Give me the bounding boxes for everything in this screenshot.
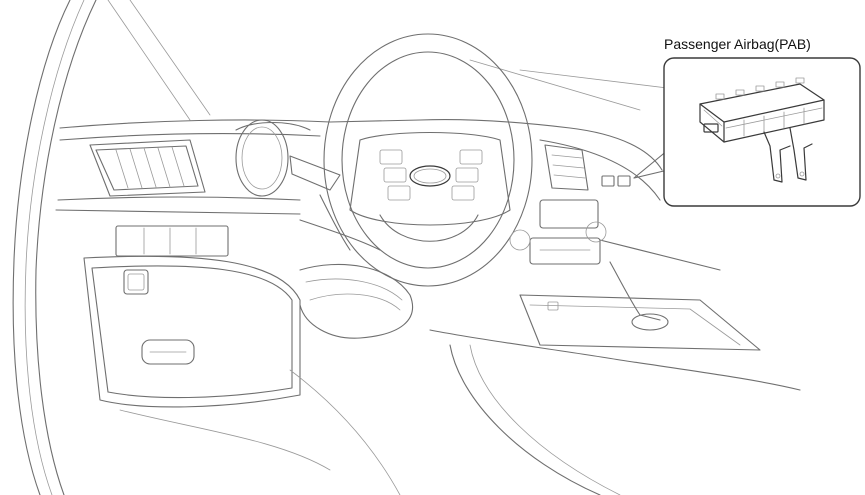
center-stack: [509, 144, 607, 265]
steering-column: [289, 155, 381, 251]
a-pillar: [12, 0, 97, 495]
callout-box: [663, 57, 861, 207]
windshield: [107, 0, 701, 121]
kia-logo: [409, 165, 451, 187]
left-switch-panel: [115, 225, 229, 295]
dashboard: [55, 118, 721, 271]
callout-label-pab: Passenger Airbag(PAB): [664, 36, 811, 52]
lower-dash: [83, 255, 301, 408]
steering-wheel: [323, 33, 533, 287]
floor: [119, 369, 401, 495]
airbag-module-icon: [699, 77, 825, 183]
instrument-cluster: [235, 119, 311, 197]
footwell: [299, 263, 414, 339]
left-air-vent: [89, 139, 206, 197]
center-console: [429, 261, 801, 495]
right-dash-buttons: [601, 175, 631, 187]
callout-pointer: [633, 149, 669, 179]
